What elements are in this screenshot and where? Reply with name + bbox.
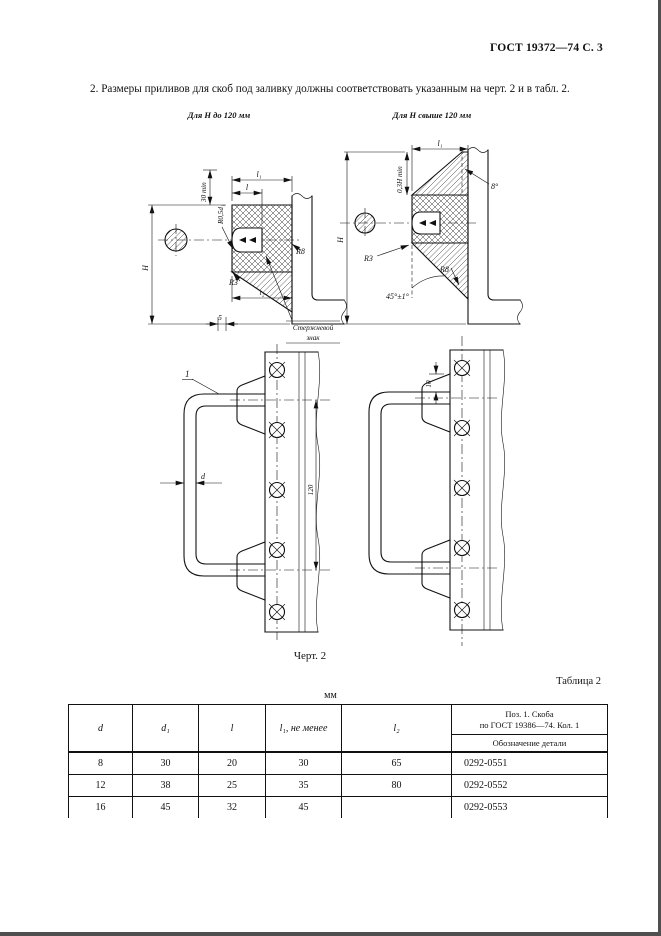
pos-header-line2: по ГОСТ 19386—74. Кол. 1 <box>479 719 580 730</box>
cell-l1: 45 <box>265 796 342 818</box>
figure-caption: Черт. 2 <box>293 650 327 662</box>
table-label: Таблица 2 <box>556 676 601 687</box>
cell-l2: 65 <box>341 751 452 775</box>
dim-label-r05d1: R0,5d₁ <box>217 204 225 225</box>
cell-d: 12 <box>68 774 133 797</box>
core-mark-label-2: знак <box>305 334 320 342</box>
core-mark-label-1: Стержневой <box>293 324 334 332</box>
dim-label-120: 120 <box>307 484 315 495</box>
cell-d1: 38 <box>132 774 199 797</box>
cell-l: 25 <box>198 774 266 797</box>
pos-header-line1: Поз. 1. Скоба <box>505 709 554 719</box>
cell-designation: 0292-0551 <box>451 751 608 775</box>
table-row: 16 45 32 45 0292-0553 <box>68 796 608 818</box>
dim-label-03H: 0,3Н min <box>396 166 404 193</box>
section-view-h-up-to-120: Для Н до 120 мм l₁ <box>141 110 347 344</box>
table-row: 12 38 25 35 80 0292-0552 <box>68 774 608 797</box>
col-header-l2: l₂ <box>341 704 452 753</box>
dim-label-d: d <box>201 472 206 481</box>
handle-view-left: 1 d 120 <box>160 344 330 640</box>
cell-l1: 35 <box>265 774 342 797</box>
cell-l2: 80 <box>341 774 452 797</box>
mounting-holes-right <box>453 359 471 619</box>
units-label: мм <box>324 690 337 701</box>
dimensions-table: d d₁ l l₁, не менее l₂ Поз. 1. Скоба по … <box>68 703 608 818</box>
cell-d: 8 <box>68 751 133 775</box>
position-callout-1: 1 <box>185 369 190 379</box>
table-wrap: d d₁ l l₁, не менее l₂ Поз. 1. Скоба по … <box>68 703 608 818</box>
dim-label-H-left: H <box>141 264 150 272</box>
dim-label-l1-right: l₁ <box>437 139 442 148</box>
section-view-h-over-120: Для Н свыше 120 мм <box>336 110 523 325</box>
dim-label-R3-left: R3 <box>228 278 238 287</box>
col-header-d1: d₁ <box>132 704 199 753</box>
figure-chert-2: Для Н до 120 мм l₁ <box>141 110 523 646</box>
dim-label-R8-right: R8 <box>439 265 449 274</box>
dim-label-R3-right: R3 <box>363 254 373 263</box>
dim-label-8deg: 8° <box>491 182 499 191</box>
dim-label-45deg: 45°±1° <box>386 292 410 301</box>
cell-l: 32 <box>198 796 266 818</box>
cell-l: 20 <box>198 751 266 775</box>
dim-label-l-left: l <box>246 183 249 192</box>
dim-label-R8-left: R8 <box>295 247 305 256</box>
section-title-left: Для Н до 120 мм <box>187 110 251 120</box>
cell-d: 16 <box>68 796 133 818</box>
dim-label-30min: 30 min <box>200 182 208 203</box>
page-header: ГОСТ 19372—74 С. 3 <box>490 42 603 54</box>
mounting-holes-left <box>268 361 286 621</box>
col-header-position: Поз. 1. Скоба по ГОСТ 19386—74. Кол. 1 <box>451 703 608 736</box>
cell-l1: 30 <box>265 751 342 775</box>
section-title-right: Для Н свыше 120 мм <box>392 110 472 120</box>
col-header-l: l <box>198 704 266 753</box>
handle-view-right: 10 <box>368 336 506 646</box>
scan-edge-bottom <box>0 932 661 936</box>
dim-label-l1-left: l₁ <box>256 170 261 179</box>
dim-label-5: 5 <box>218 314 222 322</box>
cell-designation: 0292-0552 <box>451 774 608 797</box>
col-header-l1: l₁, не менее <box>265 704 342 753</box>
body-paragraph: 2. Размеры приливов для скоб под заливку… <box>90 83 570 96</box>
cell-d1: 30 <box>132 751 199 775</box>
dim-label-H-right: Н <box>336 236 345 244</box>
col-subheader-designation: Обозначение детали <box>451 734 608 754</box>
scan-edge-right <box>658 0 661 936</box>
col-header-d: d <box>68 704 133 753</box>
table-row: 8 30 20 30 65 0292-0551 <box>68 751 608 775</box>
dim-label-t2: t₂ <box>259 288 264 297</box>
cell-designation: 0292-0553 <box>451 796 608 818</box>
cell-l2 <box>341 796 452 818</box>
dim-label-10: 10 <box>425 380 433 388</box>
cell-d1: 45 <box>132 796 199 818</box>
